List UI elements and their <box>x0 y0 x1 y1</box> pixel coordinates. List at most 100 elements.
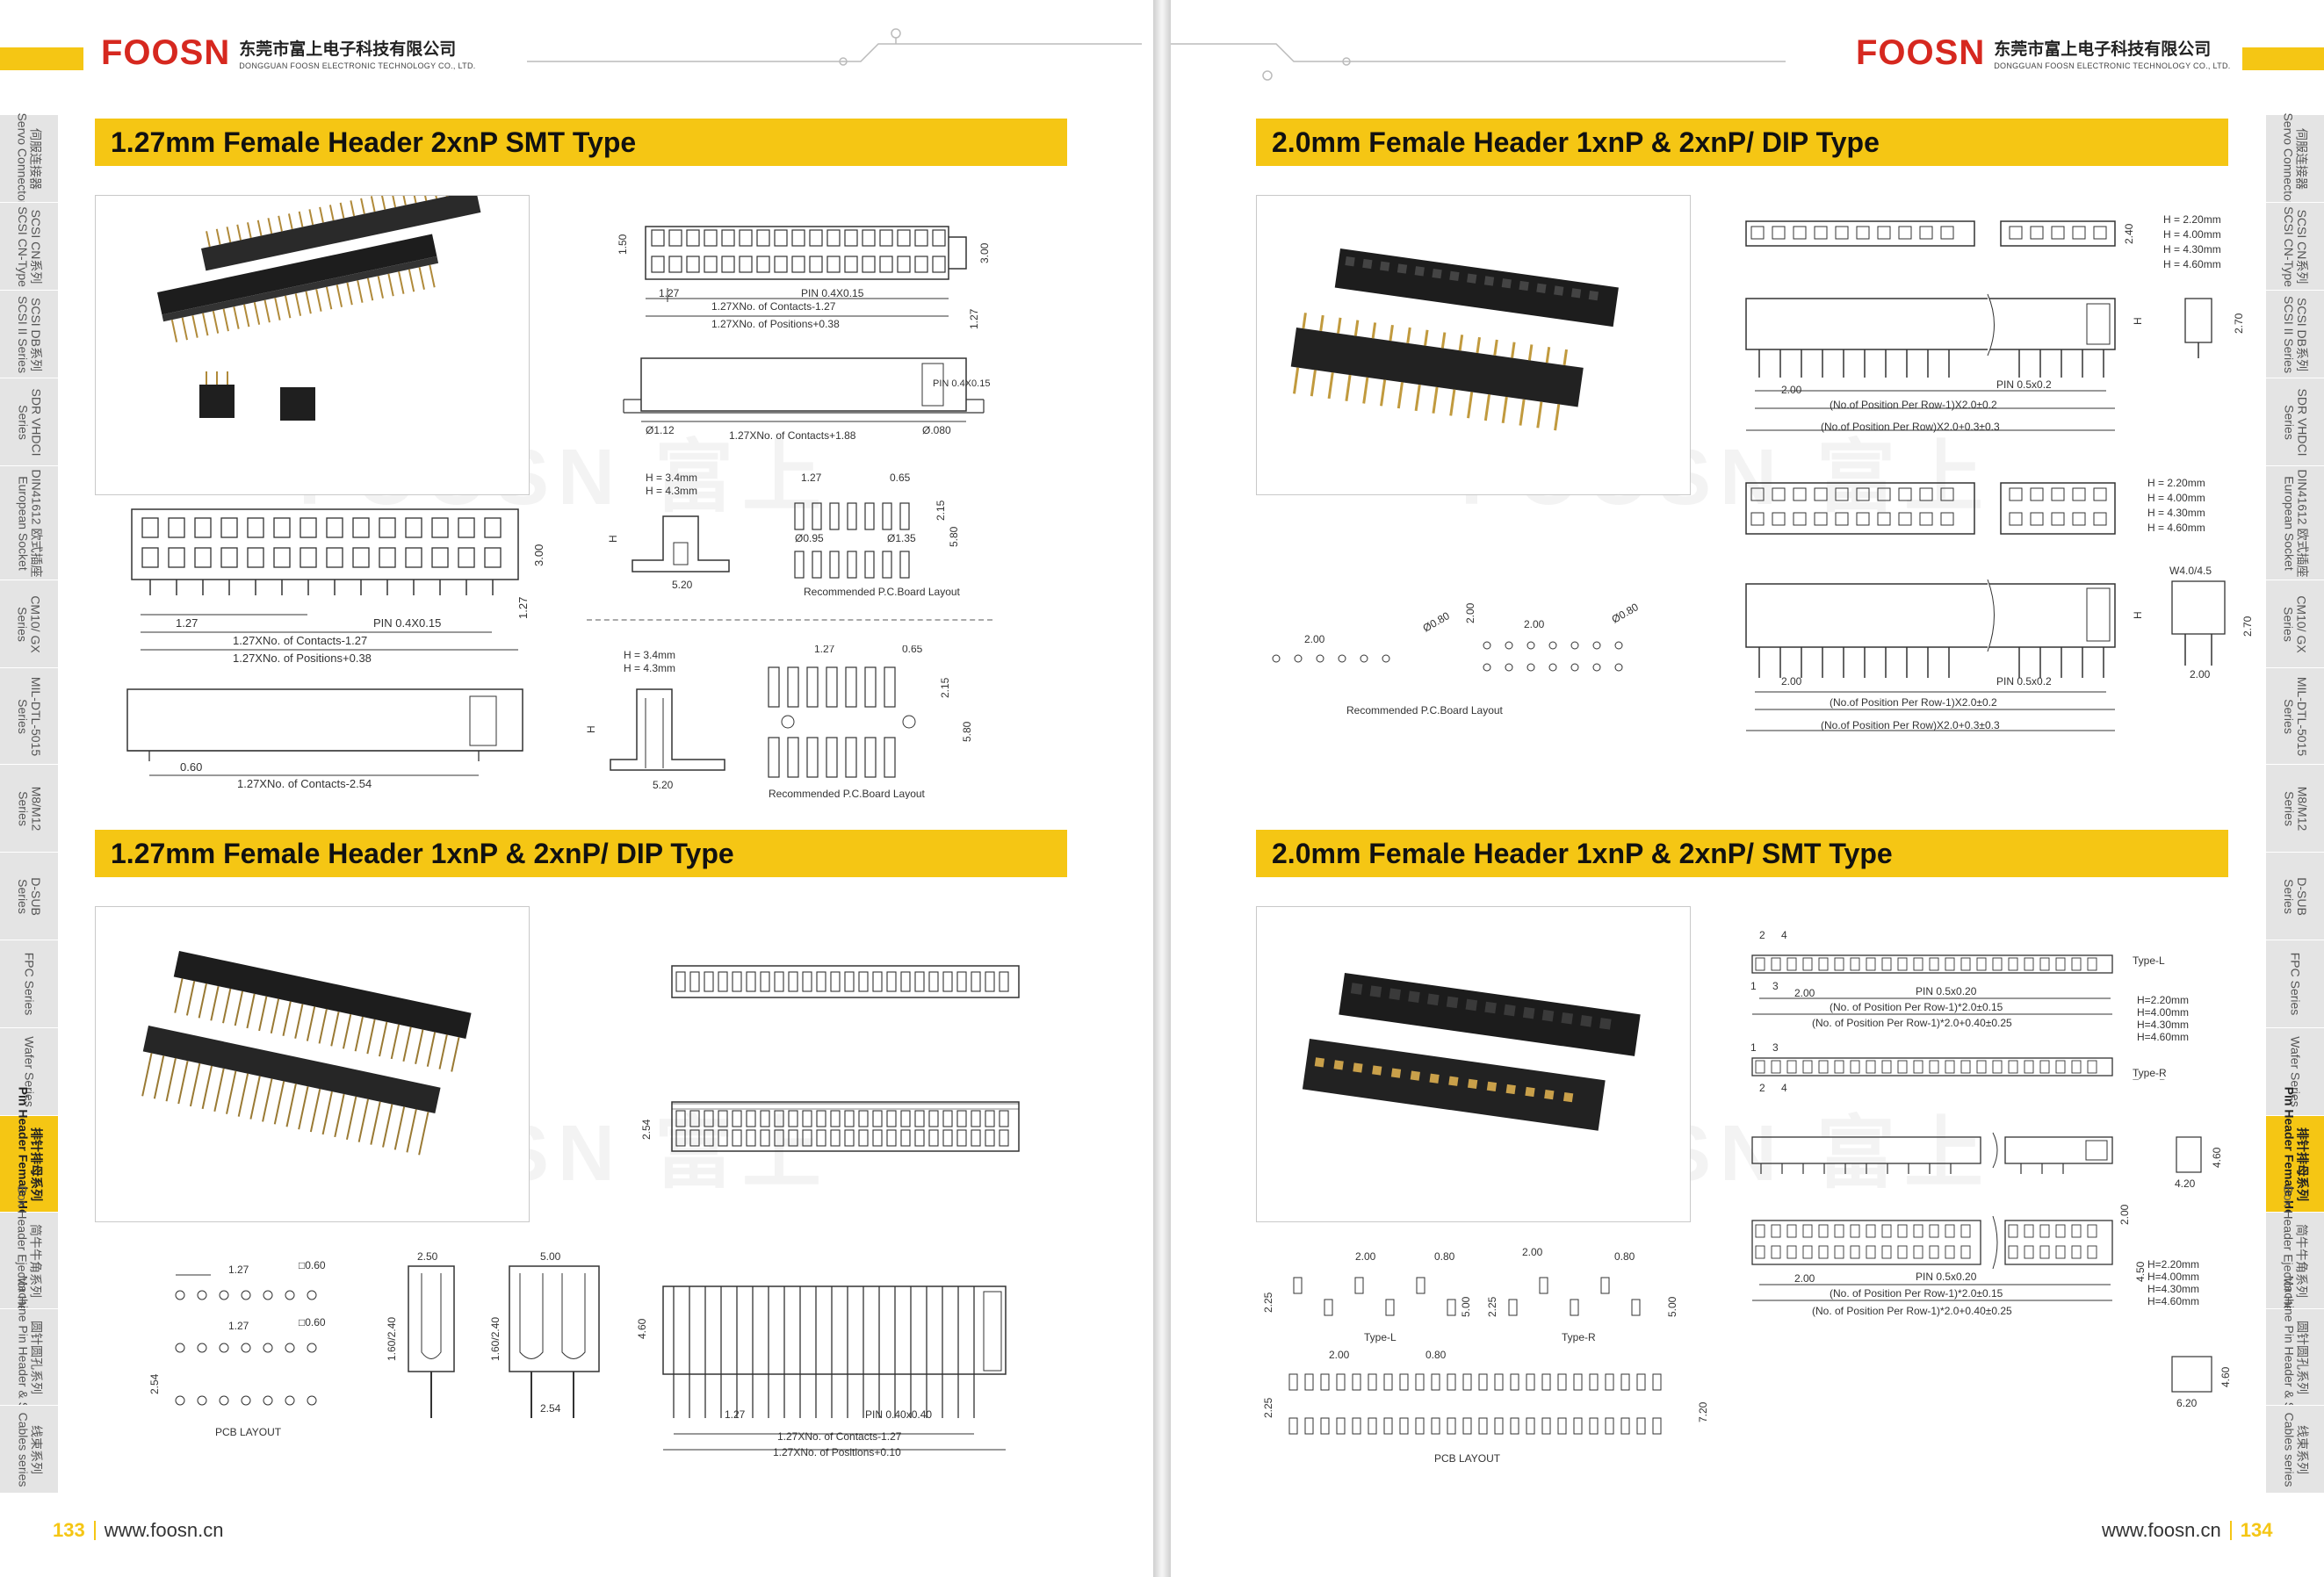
svg-text:2: 2 <box>1759 929 1765 941</box>
svg-text:Type-L: Type-L <box>2133 954 2165 967</box>
svg-text:Recommended P.C.Board Layout: Recommended P.C.Board Layout <box>769 788 926 799</box>
header-bar-left-short <box>0 47 83 70</box>
circuit-decoration-left <box>527 28 1142 66</box>
svg-text:5.80: 5.80 <box>948 526 960 547</box>
drawing-dip-side-view: 4.60 1.27 PIN 0.40x0.40 1.27XNo. of Cont… <box>637 1278 1023 1462</box>
svg-text:2.54: 2.54 <box>640 1119 653 1140</box>
svg-text:2.54: 2.54 <box>540 1402 561 1415</box>
svg-text:2.00: 2.00 <box>1355 1250 1376 1263</box>
footer-url-right[interactable]: www.foosn.cn <box>2102 1519 2221 1541</box>
svg-text:PIN 0.5x0.20: PIN 0.5x0.20 <box>1916 1271 1977 1283</box>
drawing-smt-top-view: PIN 0.4X0.15 1.27XNo. of Contacts-1.27 1… <box>597 211 1001 338</box>
connector-illustration <box>156 176 481 421</box>
svg-text:Type-R: Type-R <box>2133 1077 2167 1080</box>
svg-text:4.60: 4.60 <box>637 1318 648 1339</box>
svg-text:H: H <box>2132 317 2144 325</box>
drawing-20-smt-end-view-b: 4.60 6.20 <box>2159 1352 2255 1414</box>
svg-text:1.60/2.40: 1.60/2.40 <box>489 1317 502 1361</box>
svg-text:3.00: 3.00 <box>532 544 545 566</box>
svg-text:0.65: 0.65 <box>890 472 911 484</box>
svg-text:□0.60: □0.60 <box>299 1259 326 1271</box>
svg-text:1.50: 1.50 <box>617 234 629 255</box>
tab-wafer-series[interactable]: Wafer Series <box>2266 1027 2324 1115</box>
tab-wafer-series[interactable]: Wafer Series <box>0 1027 58 1115</box>
labels-20-smt-types: Type-L H=2.20mm H=4.00mm H=4.30mm H=4.60… <box>2128 948 2234 1080</box>
product-photo-20-dip <box>1256 195 1691 495</box>
svg-text:H = 4.60mm: H = 4.60mm <box>2147 522 2205 534</box>
connector-illustration-20-dip <box>1290 248 1619 431</box>
page-number-right: 134 <box>2240 1519 2273 1541</box>
svg-text:(No.of Position Per Row)X2.0+0: (No.of Position Per Row)X2.0+0.3±0.3 <box>1821 421 2000 433</box>
svg-text:5.00: 5.00 <box>540 1250 561 1263</box>
svg-text:2.15: 2.15 <box>935 500 947 521</box>
svg-text:H = 4.60mm: H = 4.60mm <box>2163 258 2221 270</box>
svg-text:2.25: 2.25 <box>1486 1296 1498 1317</box>
right-page: FOOSN 东莞市富上电子科技有限公司 DONGGUAN FOOSN ELECT… <box>1171 0 2324 1577</box>
svg-text:1.27: 1.27 <box>659 287 680 299</box>
svg-text:Ø0.95: Ø0.95 <box>795 532 824 544</box>
svg-text:2.00: 2.00 <box>1304 633 1325 645</box>
product-photo-20-smt <box>1256 906 1691 1222</box>
svg-text:4.60: 4.60 <box>2219 1366 2232 1387</box>
svg-text:2.15: 2.15 <box>939 677 951 698</box>
svg-text:1.27XNo. of Contacts-1.27: 1.27XNo. of Contacts-1.27 <box>233 634 367 647</box>
svg-text:H = 4.3mm: H = 4.3mm <box>646 485 697 497</box>
dim-254-label: 2.54 <box>632 1096 659 1157</box>
svg-text:H = 4.00mm: H = 4.00mm <box>2163 228 2221 241</box>
tab-fpc-series[interactable]: FPC Series <box>2266 940 2324 1027</box>
brand-header-right: FOOSN 东莞市富上电子科技有限公司 DONGGUAN FOOSN ELECT… <box>1856 33 2231 73</box>
svg-text:H: H <box>2132 611 2144 619</box>
svg-text:2.00: 2.00 <box>2118 1204 2131 1225</box>
svg-text:1.27XNo. of Positions+0.38: 1.27XNo. of Positions+0.38 <box>711 318 840 330</box>
svg-text:3: 3 <box>1772 980 1779 992</box>
svg-text:2.00: 2.00 <box>1524 618 1545 630</box>
brand-header-left: FOOSN 东莞市富上电子科技有限公司 DONGGUAN FOOSN ELECT… <box>101 33 476 73</box>
svg-text:2.00: 2.00 <box>1794 987 1815 999</box>
svg-text:H: H <box>607 535 619 543</box>
footer-url-left[interactable]: www.foosn.cn <box>104 1519 224 1541</box>
svg-text:PIN 0.40x0.40: PIN 0.40x0.40 <box>865 1408 932 1421</box>
svg-text:5.00: 5.00 <box>1666 1296 1678 1317</box>
brand-logo: FOOSN <box>101 33 231 72</box>
left-page: FOOSN 东莞市富上电子科技有限公司 DONGGUAN FOOSN ELECT… <box>0 0 1153 1577</box>
svg-text:1.60/2.40: 1.60/2.40 <box>386 1317 398 1361</box>
drawing-smt-side-2: 0.60 1.27XNo. of Contacts-2.54 <box>123 680 536 795</box>
svg-text:1.27XNo. of Contacts-1.27: 1.27XNo. of Contacts-1.27 <box>777 1430 902 1443</box>
tab-fpc-series[interactable]: FPC Series <box>0 940 58 1027</box>
drawing-20-smt-type-l-r: 2 4 1 3 2.00 PIN 0.5x0.20 (No. of Positi… <box>1742 926 2128 1102</box>
svg-text:H = 3.4mm: H = 3.4mm <box>646 472 697 484</box>
svg-text:PIN 0.4X0.15: PIN 0.4X0.15 <box>801 287 864 299</box>
svg-text:1.27XNo. of Contacts-1.27: 1.27XNo. of Contacts-1.27 <box>711 300 836 313</box>
svg-text:H = 4.30mm: H = 4.30mm <box>2147 507 2205 519</box>
svg-text:1.27: 1.27 <box>176 616 198 630</box>
section-title-20-dip: 2.0mm Female Header 1xnP & 2xnP/ DIP Typ… <box>1256 119 2228 166</box>
drawing-20-dip-double-row: H 2.00 PIN 0.5x0.2 (No.of Position Per R… <box>1737 474 2150 738</box>
svg-text:H = 4.30mm: H = 4.30mm <box>2163 243 2221 256</box>
